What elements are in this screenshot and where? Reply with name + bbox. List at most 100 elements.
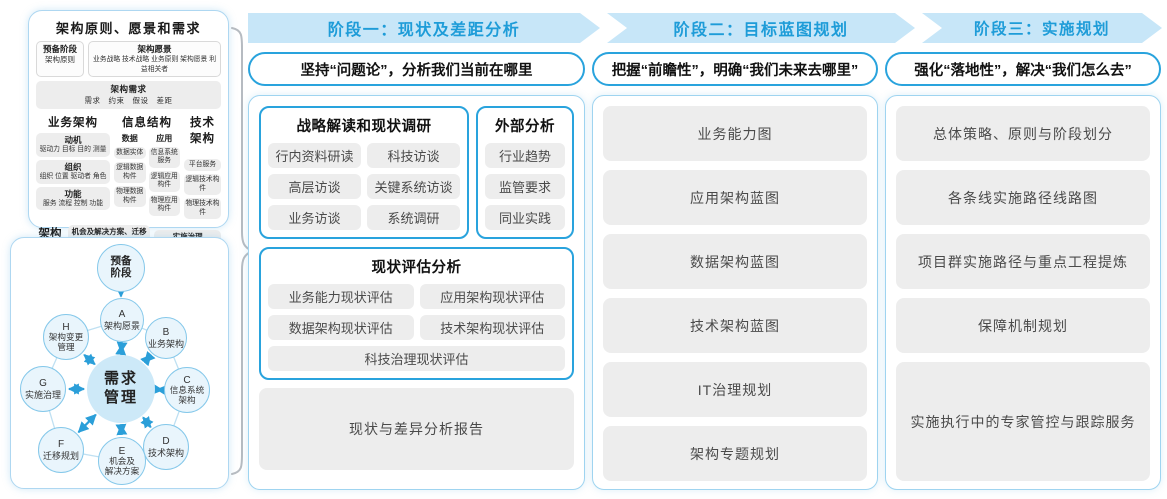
business-group-motivation: 动机 驱动力 目标 目的 测量 — [36, 132, 110, 157]
assessment-title: 现状评估分析 — [371, 260, 462, 276]
panel-title: 架构原则、愿景和需求 — [55, 21, 201, 36]
node-line2: 解决方案 — [104, 465, 140, 476]
node-letter: A — [118, 309, 126, 321]
adm-node-requirements-management: 需求 管理 — [87, 355, 155, 423]
phase1-header: 阶段一：现状及差距分析 — [327, 22, 521, 39]
information-structure-column: 信息结构 数据 数据实体 逻辑数据构件 物理数据构件 应用 信息系统服务 逻辑应… — [114, 114, 180, 219]
data-subcolumn: 数据 数据实体 逻辑数据构件 物理数据构件 — [114, 132, 146, 216]
node-letter: F — [57, 439, 65, 451]
technology-architecture-column: 技术架构 平台服务 逻辑技术构件 物理技术构件 — [184, 114, 221, 220]
phase3-subtitle: 强化“落地性”，解决“我们怎么去” — [914, 62, 1132, 79]
survey-item: 行内资料研读 — [268, 143, 361, 168]
node-line1: 架构变更 — [48, 331, 84, 342]
current-state-assessment-section: 现状评估分析 业务能力现状评估 应用架构现状评估 数据架构现状评估 技术架构现状… — [259, 247, 574, 380]
data-item: 物理数据构件 — [114, 186, 146, 208]
phase3-header: 阶段三：实施规划 — [973, 21, 1110, 38]
assessment-item: 数据架构现状评估 — [268, 315, 414, 340]
phase3-item: 实施执行中的专家管控与跟踪服务 — [896, 362, 1150, 481]
assessment-item: 科技治理现状评估 — [268, 346, 565, 371]
phase3-band: 阶段三：实施规划 — [922, 13, 1162, 43]
phase3-item: 项目群实施路径与重点工程提炼 — [896, 234, 1150, 289]
survey-title: 战略解读和现状调研 — [296, 119, 432, 135]
technology-architecture-title: 技术架构 — [190, 116, 215, 145]
node-line2: 阶段 — [110, 267, 132, 279]
phase2-item: 应用架构蓝图 — [603, 170, 867, 225]
survey-item: 科技访谈 — [367, 143, 460, 168]
vision-items: 业务战略 技术战略 业务原则 架构愿景 利益相关者 — [92, 56, 217, 73]
node-line1: 实施治理 — [24, 389, 61, 400]
arrow-center-d — [140, 416, 154, 429]
phase1-band: 阶段一：现状及差距分析 — [248, 13, 600, 43]
application-item: 物理应用构件 — [148, 194, 180, 216]
group-detail: 驱动力 目标 目的 测量 — [39, 145, 107, 153]
phase1-subtitle-box: 坚持“问题论”，分析我们当前在哪里 — [248, 52, 585, 86]
application-item: 信息系统服务 — [148, 146, 180, 168]
prep-stage-line2: 架构原则 — [45, 55, 75, 65]
adm-node-c: C 信息系统 架构 — [164, 367, 210, 413]
adm-node-g: G 实施治理 — [20, 366, 66, 412]
business-architecture-title: 业务架构 — [48, 116, 98, 129]
prep-stage-line1: 预备阶段 — [42, 44, 77, 54]
business-group-organization: 组织 组织 位置 驱动者 角色 — [36, 159, 110, 184]
node-letter: H — [62, 321, 70, 333]
survey-item: 业务访谈 — [268, 205, 361, 230]
arrow-center-h — [83, 353, 96, 366]
phase2-subtitle: 把握“前瞻性”，明确“我们未来去哪里” — [611, 62, 859, 79]
arrow-center-c — [152, 383, 168, 396]
survey-item: 高层访谈 — [268, 174, 361, 199]
node-line1: 架构愿景 — [103, 320, 140, 331]
phase2-subtitle-box: 把握“前瞻性”，明确“我们未来去哪里” — [592, 52, 878, 86]
node-line1: 技术架构 — [147, 447, 184, 458]
assessment-item: 技术架构现状评估 — [419, 315, 565, 340]
vision-title: 架构愿景 — [137, 44, 172, 54]
node-letter: G — [39, 378, 47, 390]
phase3-panel: 总体策略、原则与阶段划分 各条线实施路径线路图 项目群实施路径与重点工程提炼 保… — [885, 95, 1161, 490]
phase1-subtitle: 坚持“问题论”，分析我们当前在哪里 — [300, 62, 533, 79]
requirements-items: 需求 约束 假设 差距 — [84, 95, 173, 105]
arrow-center-e — [115, 423, 128, 436]
group-detail: 组织 位置 驱动者 角色 — [39, 172, 107, 180]
data-item: 逻辑数据构件 — [114, 162, 146, 184]
node-line2: 管理 — [57, 341, 75, 352]
adm-node-f: F 迁移规划 — [38, 427, 84, 473]
survey-item: 系统调研 — [367, 205, 460, 230]
phase3-subtitle-box: 强化“落地性”，解决“我们怎么去” — [885, 52, 1161, 86]
information-structure-title: 信息结构 — [122, 116, 172, 129]
requirements-title: 架构需求 — [110, 83, 147, 94]
phase3-item: 总体策略、原则与阶段划分 — [896, 106, 1150, 161]
adm-node-e: E 机会及 解决方案 — [98, 437, 146, 485]
group-name: 组织 — [64, 161, 82, 172]
assessment-item: 应用架构现状评估 — [419, 284, 565, 309]
node-letter: E — [118, 445, 126, 457]
phase3-item: 各条线实施路径线路图 — [896, 170, 1150, 225]
node-letter: D — [162, 436, 170, 448]
adm-node-prep: 预备 阶段 — [97, 244, 145, 292]
phase2-item: 技术架构蓝图 — [603, 298, 867, 353]
node-line1: 迁移规划 — [42, 450, 79, 461]
adm-node-h: H 架构变更 管理 — [43, 314, 89, 360]
report-label: 现状与差异分析报告 — [349, 421, 484, 437]
strategy-survey-section: 战略解读和现状调研 行内资料研读 科技访谈 高层访谈 关键系统访谈 业务访谈 系… — [259, 106, 469, 239]
application-subcolumn: 应用 信息系统服务 逻辑应用构件 物理应用构件 — [148, 132, 180, 216]
phase3-item: 保障机制规划 — [896, 298, 1150, 353]
survey-item: 关键系统访谈 — [367, 174, 460, 199]
center-line1: 需求 — [103, 370, 138, 388]
external-item: 行业趋势 — [485, 143, 565, 168]
data-subhead: 数据 — [121, 133, 138, 143]
phase2-item: 业务能力图 — [603, 106, 867, 161]
group-name: 功能 — [64, 188, 82, 199]
architecture-vision-box: 架构愿景 业务战略 技术战略 业务原则 架构愿景 利益相关者 — [88, 41, 221, 77]
box-name: 实施治理 — [156, 232, 219, 242]
adm-node-d: D 技术架构 — [143, 424, 189, 470]
application-item: 逻辑应用构件 — [148, 170, 180, 192]
business-architecture-column: 业务架构 动机 驱动力 目标 目的 测量 组织 组织 位置 驱动者 角色 功能 … — [36, 114, 110, 219]
data-item: 数据实体 — [114, 146, 146, 160]
node-line1: 业务架构 — [147, 338, 184, 349]
phase2-band: 阶段二：目标蓝图规划 — [607, 13, 915, 43]
phase2-header: 阶段二：目标蓝图规划 — [673, 22, 849, 39]
technology-item: 物理技术构件 — [184, 198, 221, 220]
architecture-content-model-panel: 架构原则、愿景和需求 预备阶段 架构原则 架构愿景 业务战略 技术战略 业务原则… — [28, 10, 229, 259]
node-line1: 预备 — [110, 255, 132, 268]
node-letter: C — [183, 374, 191, 386]
arrow-center-a — [115, 341, 128, 356]
